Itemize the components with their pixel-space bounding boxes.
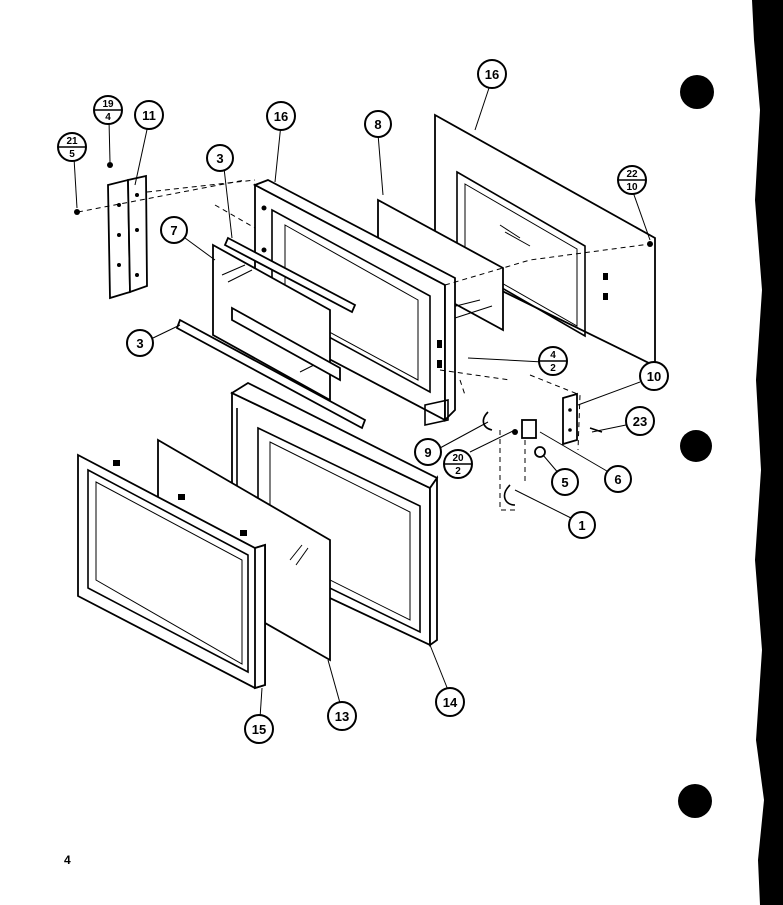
- svg-text:8: 8: [374, 117, 381, 132]
- callout-6: 6: [604, 465, 632, 493]
- callout-14: 14: [435, 687, 465, 717]
- svg-text:4: 4: [550, 350, 556, 361]
- callout-23: 23: [625, 406, 655, 436]
- channel-strip-mid: [231, 306, 341, 382]
- svg-text:1: 1: [578, 518, 585, 533]
- hinge-bracket-right: [562, 392, 603, 446]
- callout-15: 15: [244, 714, 274, 744]
- fraction-callout-19-4: 19 4: [93, 95, 123, 125]
- callout-13: 13: [327, 701, 357, 731]
- fraction-callout-22-10: 22 10: [617, 165, 647, 195]
- svg-text:2: 2: [550, 363, 556, 374]
- callout-16-lower: 16: [266, 101, 296, 131]
- callout-7: 7: [160, 216, 188, 244]
- svg-text:23: 23: [633, 414, 647, 429]
- callout-3-lower: 3: [126, 329, 154, 357]
- svg-text:2: 2: [455, 466, 461, 477]
- svg-text:16: 16: [274, 109, 288, 124]
- svg-text:3: 3: [136, 336, 143, 351]
- svg-text:21: 21: [66, 136, 78, 147]
- outer-glass-panel: [434, 113, 656, 368]
- svg-text:14: 14: [443, 695, 458, 710]
- svg-text:4: 4: [105, 112, 111, 123]
- callout-8: 8: [364, 110, 392, 138]
- hinge-bracket-left: [74, 162, 148, 300]
- svg-text:9: 9: [424, 445, 431, 460]
- svg-text:15: 15: [252, 722, 266, 737]
- svg-text:5: 5: [561, 475, 568, 490]
- svg-text:22: 22: [626, 169, 638, 180]
- svg-text:5: 5: [69, 149, 75, 160]
- outer-door-frame: [77, 453, 266, 690]
- binder-holes: [678, 75, 714, 818]
- callout-3-upper: 3: [206, 144, 234, 172]
- callout-10: 10: [639, 361, 669, 391]
- callout-16-upper: 16: [477, 59, 507, 89]
- binding-edge: [752, 0, 783, 905]
- svg-text:10: 10: [647, 369, 661, 384]
- svg-text:10: 10: [626, 182, 638, 193]
- svg-text:20: 20: [452, 453, 464, 464]
- fraction-callout-4-2: 4 2: [538, 346, 568, 376]
- svg-text:13: 13: [335, 709, 349, 724]
- assembly-dashed-lines: [77, 179, 651, 511]
- fraction-callout-20-2: 20 2: [443, 449, 473, 479]
- callout-5: 5: [551, 468, 579, 496]
- fraction-callout-21-5: 21 5: [57, 132, 87, 162]
- svg-text:16: 16: [485, 67, 499, 82]
- channel-strip-lower: [175, 318, 367, 430]
- svg-text:19: 19: [102, 99, 114, 110]
- svg-text:3: 3: [216, 151, 223, 166]
- callout-11: 11: [134, 100, 164, 130]
- page-number: 4: [64, 853, 71, 867]
- svg-text:6: 6: [614, 472, 621, 487]
- leader-lines: [73, 84, 651, 719]
- svg-text:11: 11: [142, 108, 156, 123]
- door-liner: [230, 381, 439, 647]
- channel-strip-upper: [223, 236, 357, 314]
- callout-1: 1: [568, 511, 596, 539]
- latch-assembly: [482, 411, 546, 506]
- callout-9: 9: [414, 438, 442, 466]
- svg-text:7: 7: [170, 223, 177, 238]
